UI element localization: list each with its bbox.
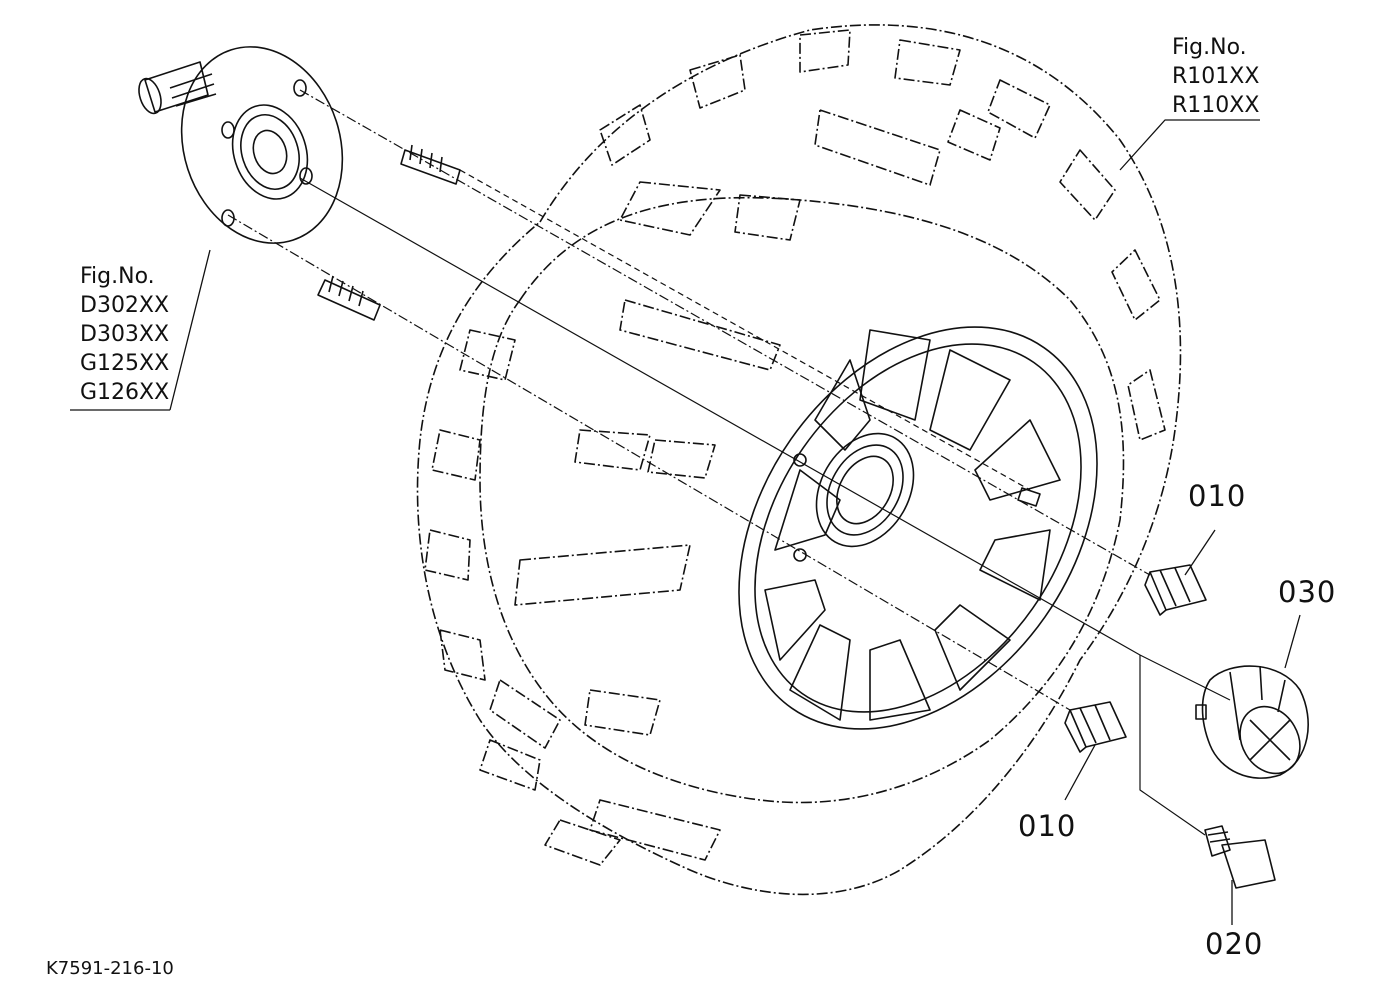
leader-lines: [70, 119, 1301, 925]
part-label-nut-lower: 010: [1018, 809, 1077, 843]
tire: [416, 24, 1182, 896]
center-cap: [1195, 665, 1309, 779]
figref-left-code-4: G126XX: [80, 380, 170, 405]
rim: [738, 326, 1098, 730]
assembly-centerlines: [227, 89, 1231, 836]
wheel-studs: [317, 144, 461, 321]
figref-left-block: Fig.No. D302XX D303XX G125XX G126XX: [80, 262, 169, 407]
figref-right-code-2: R110XX: [1172, 93, 1260, 118]
figref-left-code-1: D302XX: [80, 293, 170, 318]
valve-bolt: [1204, 825, 1276, 889]
figref-right-heading: Fig.No.: [1172, 35, 1247, 60]
figref-left-heading: Fig.No.: [80, 264, 155, 289]
figref-left-code-2: D303XX: [80, 322, 170, 347]
part-label-cap: 030: [1278, 575, 1337, 609]
part-label-bolt: 020: [1205, 927, 1264, 961]
part-label-nut-upper: 010: [1188, 479, 1247, 513]
drawing-code: K7591-216-10: [46, 958, 174, 979]
lug-nut-upper: [1144, 564, 1207, 616]
figref-right-code-1: R101XX: [1172, 64, 1260, 89]
figref-left-code-3: G125XX: [80, 351, 170, 376]
lug-nut-lower: [1064, 701, 1127, 753]
figref-right-block: Fig.No. R101XX R110XX: [1172, 33, 1259, 120]
